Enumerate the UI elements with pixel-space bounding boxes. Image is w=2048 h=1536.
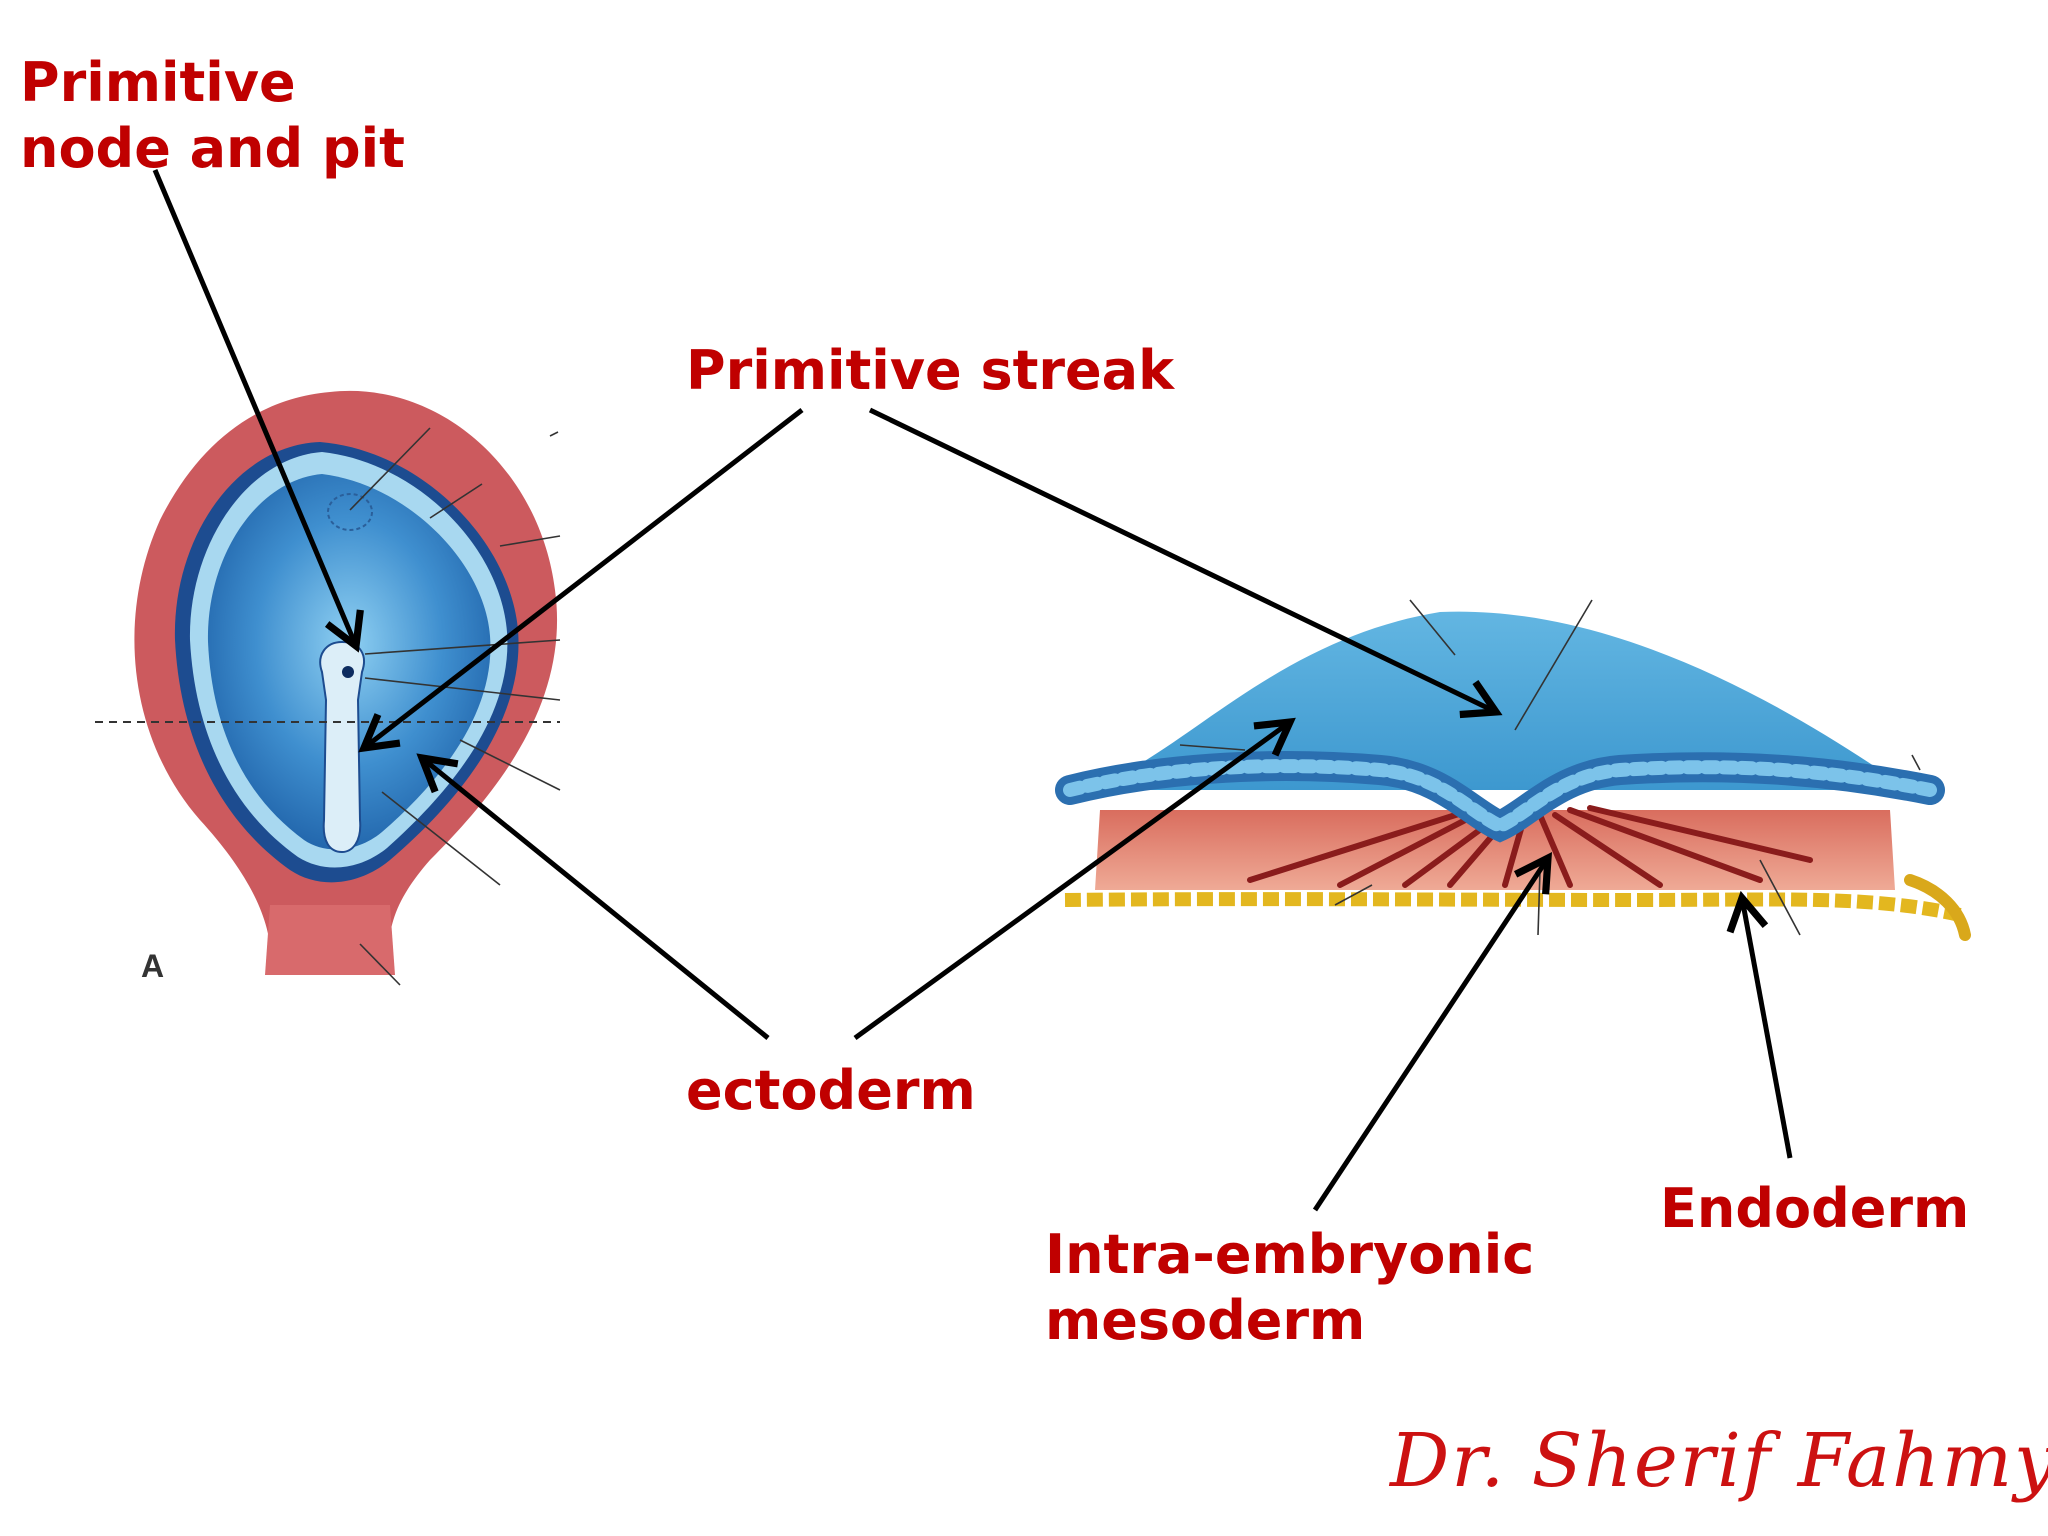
- label-ectoderm: ectoderm: [686, 1059, 976, 1122]
- label-mesoderm-line2: mesoderm: [1045, 1289, 1366, 1352]
- pointer-arrows: [152, 169, 1793, 1212]
- arrow-streak-left: [358, 408, 804, 753]
- panel-letter: A: [141, 948, 165, 984]
- prechordal-plate: [327, 493, 373, 531]
- embryonic-disc-dorsal-view: [95, 390, 561, 986]
- primitive-pit: [342, 666, 354, 678]
- ectoderm-cell-highlights: [1063, 759, 1937, 834]
- label-primitive-node-line2: node and pit: [20, 117, 405, 180]
- label-endoderm: Endoderm: [1660, 1177, 1970, 1240]
- label-primitive-node: Primitive node and pit: [20, 50, 405, 182]
- arrow-endoderm: [1726, 890, 1793, 1159]
- label-primitive-node-line1: Primitive: [20, 51, 296, 114]
- label-mesoderm-line1: Intra-embryonic: [1045, 1223, 1535, 1286]
- author-signature: Dr. Sherif Fahmy: [1390, 1418, 2048, 1504]
- arrow-ectoderm-right: [853, 717, 1296, 1041]
- label-intra-embryonic-mesoderm: Intra-embryonic mesoderm: [1045, 1222, 1534, 1354]
- endoderm-edge: [1904, 874, 1971, 941]
- arrow-ectoderm-left: [416, 753, 770, 1040]
- primitive-streak-groove: [319, 640, 365, 854]
- leader-lines-left: [349, 427, 561, 986]
- endoderm-layer: [1064, 892, 1962, 922]
- arrow-primitive-node: [152, 169, 364, 653]
- label-primitive-streak: Primitive streak: [686, 339, 1175, 402]
- arrow-streak-right: [868, 407, 1503, 719]
- stalk: [265, 905, 395, 975]
- arrow-mesoderm: [1312, 851, 1553, 1212]
- cross-section-view: [1055, 599, 1971, 941]
